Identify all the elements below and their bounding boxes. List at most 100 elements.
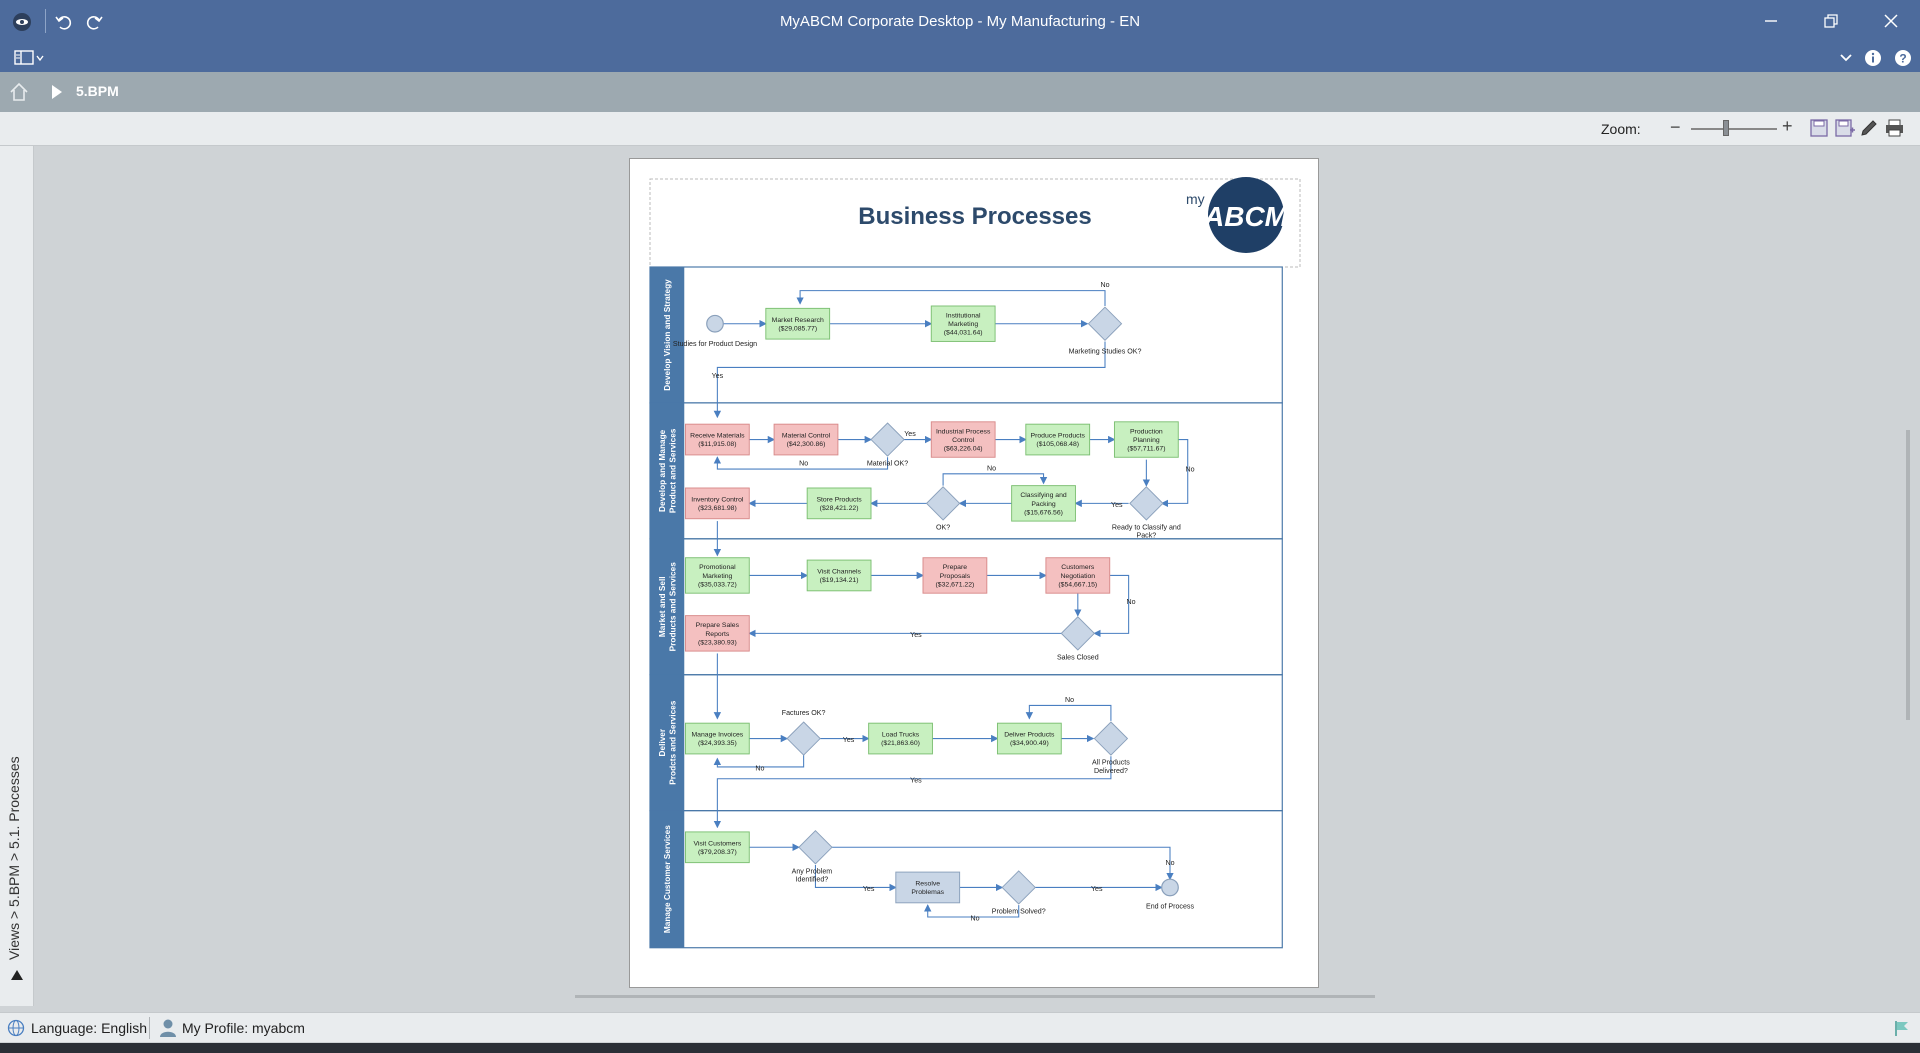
task-label: Negotiation	[1061, 573, 1096, 580]
user-icon	[158, 1018, 178, 1041]
gateway-ok	[925, 486, 961, 521]
flow	[713, 456, 889, 470]
flow-label-yes: Yes	[1091, 885, 1103, 893]
language-selector[interactable]: Language: English	[31, 1020, 147, 1036]
task-label: Store Products	[816, 496, 862, 503]
gateway-label: Delivered?	[1094, 767, 1128, 775]
task-label: Market Research	[772, 317, 824, 324]
task-label: Proposals	[940, 573, 971, 580]
minimize-icon[interactable]	[1751, 6, 1791, 36]
flow	[796, 290, 1106, 307]
task-store-products	[806, 487, 872, 520]
task-inventory-control	[684, 487, 750, 520]
horizontal-scrollbar[interactable]	[575, 995, 1375, 998]
abcm-logo	[1208, 177, 1284, 253]
task-visit-channels	[806, 559, 872, 592]
chevron-down-icon[interactable]	[1836, 47, 1856, 69]
gateway-all-delivered	[1093, 721, 1129, 756]
profile-selector[interactable]: My Profile: myabcm	[182, 1020, 305, 1036]
swimlane-header	[650, 810, 685, 948]
panel-toggle-icon[interactable]	[12, 47, 48, 69]
flow-label-no: No	[799, 460, 808, 468]
end-event-label: End of Process	[1146, 903, 1194, 911]
views-sidebar[interactable]	[0, 146, 34, 1006]
edit-icon[interactable]	[1859, 118, 1879, 138]
restore-icon[interactable]	[1811, 6, 1851, 36]
gateway-label: Marketing Studies OK?	[1069, 347, 1142, 355]
status-separator	[149, 1017, 150, 1039]
swimlane-label-text: Manage Customer Services	[663, 825, 672, 933]
flow-label-yes: Yes	[1111, 501, 1123, 509]
gateway-label: Material OK?	[867, 460, 908, 468]
task-label: ($11,915.08)	[698, 441, 736, 448]
task-label: ($79,208.37)	[698, 849, 737, 856]
gateway-label: OK?	[936, 523, 950, 531]
task-label: ($105,068.48)	[1036, 441, 1079, 448]
print-icon[interactable]	[1884, 118, 1904, 138]
status-bar: Language: English My Profile: myabcm	[0, 1012, 1920, 1042]
zoom-out-button[interactable]: −	[1670, 117, 1681, 137]
flow-label-no: No	[987, 464, 996, 472]
swimlane-label-text: Product and Services	[668, 428, 677, 513]
swimlane-header	[650, 538, 685, 675]
vertical-scrollbar[interactable]	[1906, 430, 1910, 720]
task-label: Marketing	[948, 321, 978, 328]
zoom-in-button[interactable]: +	[1782, 116, 1793, 136]
undo-icon[interactable]	[50, 8, 78, 36]
task-label: ($23,380.93)	[698, 639, 737, 646]
window-title: MyABCM Corporate Desktop - My Manufactur…	[779, 13, 1141, 30]
zoom-slider-thumb[interactable]	[1723, 120, 1729, 136]
save-as-icon[interactable]	[1834, 118, 1855, 138]
swimlane-header	[650, 267, 685, 403]
flow-label-yes: Yes	[843, 736, 855, 744]
gateway-label: Identified?	[796, 876, 829, 884]
swimlane-label-text: Prodcts and Services	[668, 700, 677, 784]
help-icon[interactable]: ?	[1892, 47, 1914, 69]
task-label: ($24,393.35)	[698, 740, 737, 747]
task-label: ($63,226.04)	[944, 446, 983, 453]
diagram-title: Business Processes	[858, 203, 1091, 230]
flag-icon[interactable]	[1893, 1019, 1911, 1040]
logo-my-text: my	[1186, 191, 1205, 207]
gateway-label: Ready to Classify and	[1112, 523, 1181, 531]
zoom-label: Zoom:	[1601, 121, 1641, 137]
flow-label-no: No	[1186, 465, 1195, 473]
flow	[1093, 574, 1130, 638]
task-label: ($32,671.22)	[936, 581, 975, 588]
globe-icon	[7, 1019, 25, 1040]
swimlane-label-text: Products and Services	[668, 562, 677, 652]
task-label: Material Control	[782, 433, 831, 440]
svg-text:?: ?	[1899, 52, 1906, 66]
task-label: Prepare Sales	[696, 622, 740, 629]
breadcrumb-bar: 5.BPM	[0, 72, 1920, 112]
zoom-slider-track[interactable]	[1691, 128, 1777, 130]
task-label: ($42,300.86)	[787, 441, 826, 448]
task-prepare-sales	[684, 615, 750, 652]
flow-label-yes: Yes	[910, 776, 922, 784]
flow-label-no: No	[1126, 598, 1135, 606]
flow	[832, 846, 1174, 881]
swimlane-header	[650, 402, 685, 539]
task-manage-invoices	[684, 722, 750, 755]
home-icon[interactable]	[8, 81, 30, 103]
save-icon[interactable]	[1809, 118, 1829, 138]
bpm-diagram: Business Processes my ABCM Develop Visio…	[649, 177, 1301, 949]
task-market-research	[765, 307, 831, 340]
info-icon[interactable]	[1862, 47, 1884, 69]
app-logo-icon[interactable]	[8, 8, 36, 36]
task-deliver-products	[996, 722, 1062, 755]
redo-icon[interactable]	[80, 8, 108, 36]
task-label: ($54,667.15)	[1058, 581, 1097, 588]
close-icon[interactable]	[1871, 6, 1911, 36]
flow	[713, 341, 1106, 419]
task-label: Customers	[1061, 564, 1095, 571]
views-path-label[interactable]: Views > 5.BPM > 5.1. Processes	[6, 756, 22, 960]
task-label: ($29,085.77)	[778, 325, 817, 332]
breadcrumb-arrow-icon	[52, 85, 62, 99]
collapse-arrow-icon[interactable]	[11, 970, 23, 980]
flow	[713, 755, 805, 768]
task-label: Reports	[705, 631, 730, 638]
gateway-label: All Products	[1092, 759, 1130, 767]
breadcrumb-current[interactable]: 5.BPM	[76, 83, 119, 99]
